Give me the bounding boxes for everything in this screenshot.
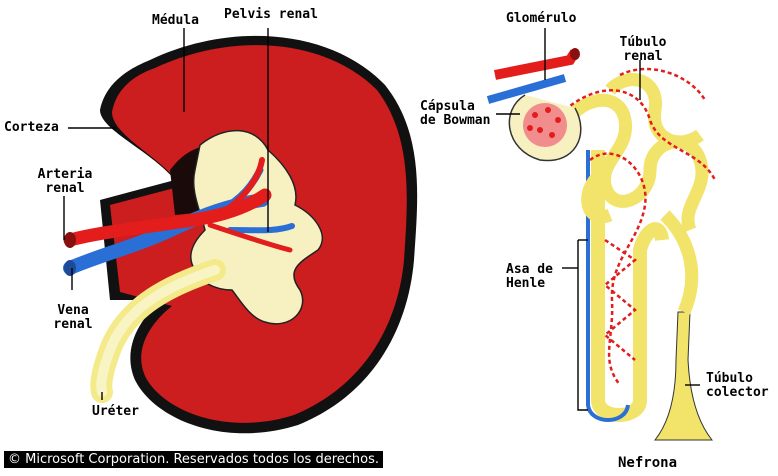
afferent-arteriole [495, 52, 575, 75]
label-glomerulo: Glomérulo [506, 12, 576, 26]
collecting-tubule [655, 312, 712, 440]
label-arteria-line2: renal [30, 182, 100, 196]
label-medula: Médula [152, 14, 199, 28]
kidney-drawing [64, 28, 417, 433]
label-tubulo-renal-line1: Túbulo [612, 36, 674, 50]
label-tubulo-colector: Túbulo colector [706, 372, 769, 400]
nephron-title: Nefrona [618, 456, 677, 470]
label-ureter: Uréter [92, 405, 139, 419]
label-asa-line2: Henle [506, 277, 553, 291]
label-arteria-line1: Arteria [30, 168, 100, 182]
convoluted-tubules [560, 80, 702, 312]
glomerulus [523, 103, 567, 147]
label-vena-line2: renal [46, 318, 100, 332]
copyright-notice: © Microsoft Corporation. Reservados todo… [4, 451, 383, 468]
label-asa-line1: Asa de [506, 263, 553, 277]
label-asa-henle: Asa de Henle [506, 263, 553, 291]
label-tubulo-colector-line1: Túbulo [706, 372, 769, 386]
nephron-drawing [488, 28, 715, 440]
label-capsula-line2: de Bowman [420, 114, 490, 128]
afferent-cut [570, 48, 580, 60]
label-pelvis-renal: Pelvis renal [224, 8, 318, 22]
vein-cut-end [64, 260, 76, 276]
label-capsula-line1: Cápsula [420, 100, 490, 114]
label-capsula-bowman: Cápsula de Bowman [420, 100, 490, 128]
label-corteza: Corteza [4, 121, 59, 135]
label-tubulo-renal-line2: renal [612, 50, 674, 64]
label-vena-line1: Vena [46, 304, 100, 318]
artery-cut-end [64, 232, 76, 248]
label-arteria-renal: Arteria renal [30, 168, 100, 196]
label-tubulo-colector-line2: colector [706, 386, 769, 400]
label-tubulo-renal: Túbulo renal [612, 36, 674, 64]
label-vena-renal: Vena renal [46, 304, 100, 332]
